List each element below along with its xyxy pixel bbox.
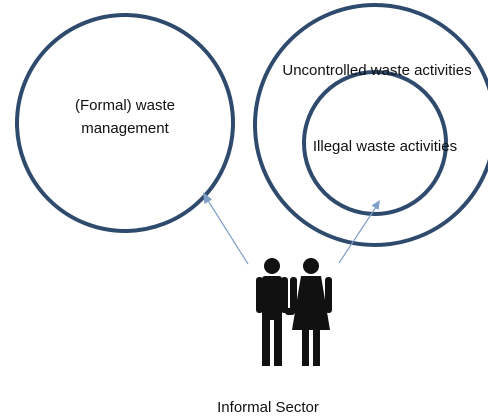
formal-label-line2: management — [81, 119, 169, 137]
man-figure — [256, 258, 288, 366]
woman-figure — [290, 258, 332, 366]
couple-icon — [256, 258, 332, 366]
informal-sector-label: Informal Sector — [217, 399, 319, 416]
illegal-waste-circle — [302, 70, 448, 216]
arrow-to-illegal — [338, 200, 380, 264]
illegal-waste-label: Illegal waste activities — [312, 138, 458, 155]
uncontrolled-waste-circle — [253, 3, 488, 247]
formal-label-line1: (Formal) waste — [74, 97, 175, 114]
formal-waste-management-label: (Formal) waste management — [40, 95, 210, 140]
arrow-to-formal — [203, 192, 249, 265]
formal-waste-circle — [15, 13, 235, 233]
uncontrolled-waste-label: Uncontrolled waste activities — [282, 62, 472, 79]
